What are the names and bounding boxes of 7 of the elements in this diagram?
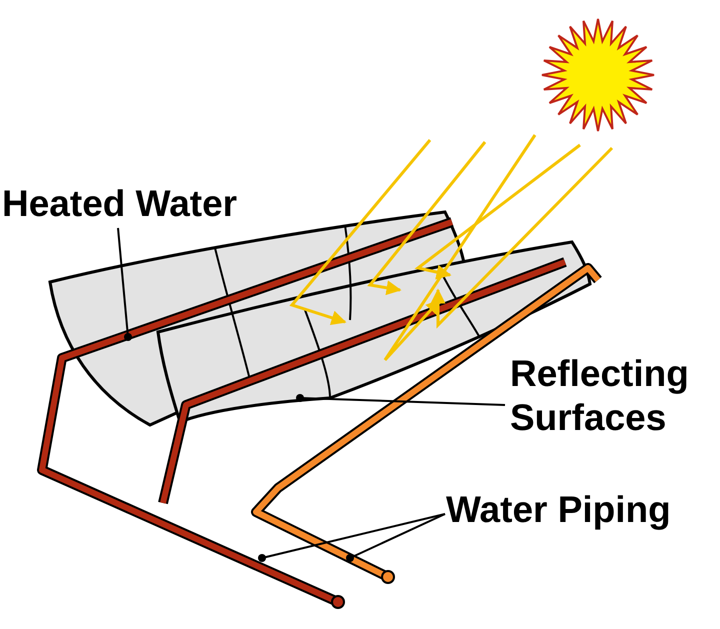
leader-line: [346, 513, 446, 562]
leader-line: [258, 513, 446, 562]
callout-label: Water Piping: [446, 488, 706, 532]
leader-line: [117, 228, 132, 341]
callout-label: Heated Water: [2, 182, 262, 226]
callout-label: Reflecting Surfaces: [510, 352, 710, 440]
leader-line: [296, 394, 506, 406]
